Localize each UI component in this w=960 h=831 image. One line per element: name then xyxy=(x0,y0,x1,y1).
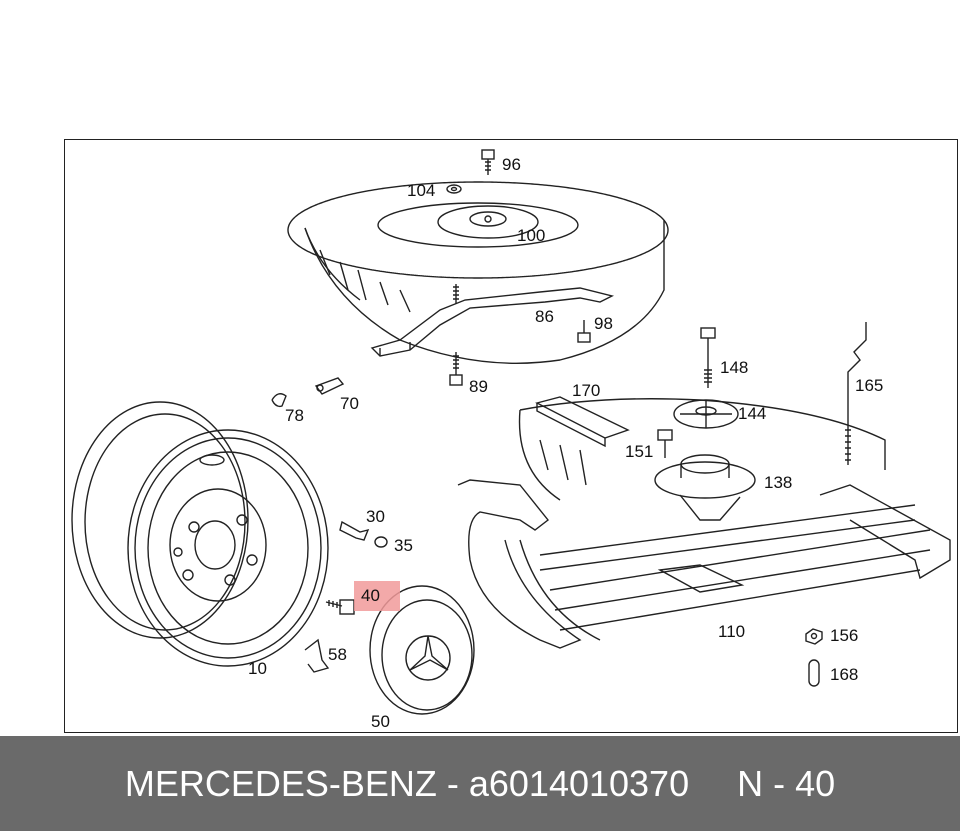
callout-100[interactable]: 100 xyxy=(517,226,546,245)
weight-70 xyxy=(314,377,345,395)
callout-110[interactable]: 110 xyxy=(718,622,746,641)
callout-168[interactable]: 168 xyxy=(830,665,859,684)
callout-144[interactable]: 144 xyxy=(738,404,767,423)
footer-bar xyxy=(0,736,960,831)
bolt-89 xyxy=(449,352,463,386)
callout-58[interactable]: 58 xyxy=(328,645,347,664)
spare-tire-upper xyxy=(287,181,669,364)
wheel-rim-10 xyxy=(71,401,329,667)
mounting-plate-100 xyxy=(437,205,539,239)
clip-78 xyxy=(271,393,287,408)
bolt-40 xyxy=(325,599,355,615)
nut-156 xyxy=(805,628,823,645)
plate-170 xyxy=(535,396,630,448)
callout-156[interactable]: 156 xyxy=(830,626,859,645)
callout-70[interactable]: 70 xyxy=(340,394,359,413)
sleeve-168 xyxy=(808,659,820,687)
callout-35[interactable]: 35 xyxy=(394,536,413,555)
callout-30[interactable]: 30 xyxy=(366,507,385,526)
diagram-position: N - 40 xyxy=(737,763,836,804)
callout-148[interactable]: 148 xyxy=(720,358,749,377)
plate-144 xyxy=(673,399,739,429)
callout-86[interactable]: 86 xyxy=(535,307,554,326)
bolt-96 xyxy=(481,149,495,175)
callout-10[interactable]: 10 xyxy=(248,659,267,678)
callout-89[interactable]: 89 xyxy=(469,377,488,396)
cap-35 xyxy=(374,536,388,548)
callout-78[interactable]: 78 xyxy=(285,406,304,425)
callout-98[interactable]: 98 xyxy=(594,314,613,333)
clip-58 xyxy=(304,638,330,673)
stud-86 xyxy=(453,284,459,304)
bracket-86 xyxy=(370,287,615,357)
diagram-frame xyxy=(64,139,958,733)
bolt-148 xyxy=(700,327,716,388)
nut-104 xyxy=(446,184,462,194)
bolt-98 xyxy=(577,320,591,343)
callout-50[interactable]: 50 xyxy=(371,712,390,731)
callout-170[interactable]: 170 xyxy=(572,381,601,400)
callout-165[interactable]: 165 xyxy=(855,376,884,395)
carrier-frame-110 xyxy=(457,479,951,649)
callout-104[interactable]: 104 xyxy=(407,181,436,200)
callout-40[interactable]: 40 xyxy=(361,586,380,605)
callout-151[interactable]: 151 xyxy=(625,442,654,461)
footer-text: MERCEDES-BENZ - a6014010370 N - 40 xyxy=(0,766,960,802)
rod-165 xyxy=(845,322,867,465)
highlighted-part-box xyxy=(354,581,400,611)
hub-cap-50 xyxy=(369,585,475,715)
mount-138 xyxy=(654,454,756,521)
bolt-151 xyxy=(657,429,673,458)
callout-96[interactable]: 96 xyxy=(502,155,521,174)
valve-30 xyxy=(339,520,370,541)
brand-part-number: MERCEDES-BENZ - a6014010370 xyxy=(124,763,690,804)
callout-138[interactable]: 138 xyxy=(764,473,793,492)
